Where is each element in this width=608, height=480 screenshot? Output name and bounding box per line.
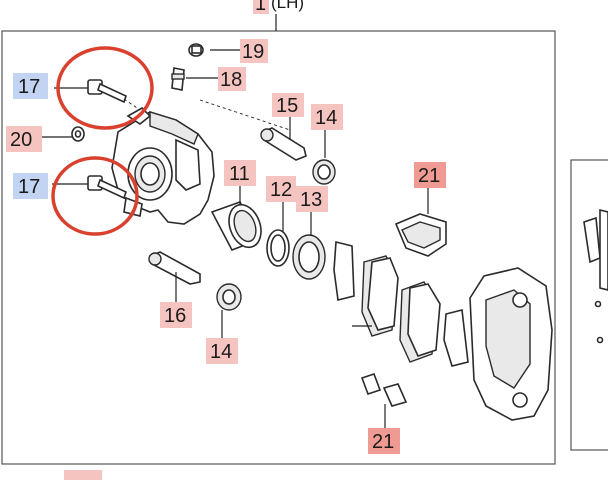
bleeder-screw-18 bbox=[171, 67, 185, 91]
bolt-17-lower bbox=[87, 175, 127, 200]
caliper-body bbox=[111, 107, 215, 225]
pad-clips-21-upper bbox=[394, 213, 447, 257]
svg-text:15: 15 bbox=[276, 95, 298, 117]
top-label-suffix: (LH) bbox=[271, 0, 304, 12]
svg-text:11: 11 bbox=[229, 163, 250, 185]
inner-brake-pad bbox=[352, 255, 399, 337]
highlight-ring-upper-bolt bbox=[56, 46, 154, 130]
top-label: 1 (LH) bbox=[253, 0, 304, 31]
guide-pin-15 bbox=[260, 127, 307, 161]
svg-text:14: 14 bbox=[210, 341, 232, 363]
inset-parts bbox=[583, 208, 608, 344]
callout-14-upper: 14 bbox=[311, 104, 343, 130]
highlight-ring-lower-bolt bbox=[51, 156, 139, 236]
callout-18: 18 bbox=[218, 67, 246, 91]
leader-lines bbox=[42, 49, 429, 428]
inset-frame bbox=[570, 159, 608, 451]
callout-14-lower: 14 bbox=[206, 338, 238, 364]
boot-14-upper bbox=[312, 159, 336, 185]
callout-21-upper: 21 bbox=[414, 162, 446, 188]
caliper-bracket bbox=[469, 267, 553, 421]
piston-11 bbox=[210, 201, 262, 252]
wear-indicator-21-lower bbox=[360, 372, 408, 407]
bottom-tag bbox=[64, 470, 102, 480]
callout-16: 16 bbox=[160, 302, 192, 328]
diagram-frame bbox=[1, 30, 556, 465]
outer-brake-pad bbox=[399, 281, 441, 363]
outer-pad-shim bbox=[443, 309, 469, 367]
svg-text:19: 19 bbox=[242, 41, 264, 63]
piston-seal-12 bbox=[266, 229, 290, 267]
callout-20: 20 bbox=[6, 126, 42, 152]
washer-20 bbox=[71, 126, 85, 142]
callout-11: 11 bbox=[224, 160, 256, 186]
guide-pin-16 bbox=[148, 251, 201, 285]
callout-21-lower: 21 bbox=[368, 428, 400, 454]
svg-text:17: 17 bbox=[18, 76, 40, 98]
svg-text:17: 17 bbox=[18, 176, 40, 198]
svg-text:12: 12 bbox=[270, 179, 292, 201]
svg-text:14: 14 bbox=[315, 107, 337, 129]
svg-text:18: 18 bbox=[220, 69, 242, 91]
svg-text:13: 13 bbox=[300, 189, 322, 211]
svg-text:20: 20 bbox=[10, 129, 32, 151]
dust-boot-13 bbox=[292, 234, 326, 280]
svg-text:21: 21 bbox=[418, 165, 440, 187]
bleeder-cap-19 bbox=[188, 43, 204, 57]
svg-text:16: 16 bbox=[164, 305, 186, 327]
callout-15: 15 bbox=[272, 93, 304, 117]
callout-17-lower: 17 bbox=[13, 173, 48, 199]
boot-14-lower bbox=[216, 283, 242, 311]
callout-13: 13 bbox=[296, 186, 328, 212]
callout-19: 19 bbox=[240, 39, 268, 63]
bolt-17-upper bbox=[87, 79, 141, 111]
callout-17-upper: 17 bbox=[13, 73, 48, 99]
pad-shim bbox=[333, 240, 355, 301]
callout-12: 12 bbox=[266, 176, 296, 202]
svg-text:21: 21 bbox=[372, 431, 394, 453]
top-label-number: 1 bbox=[255, 0, 266, 15]
